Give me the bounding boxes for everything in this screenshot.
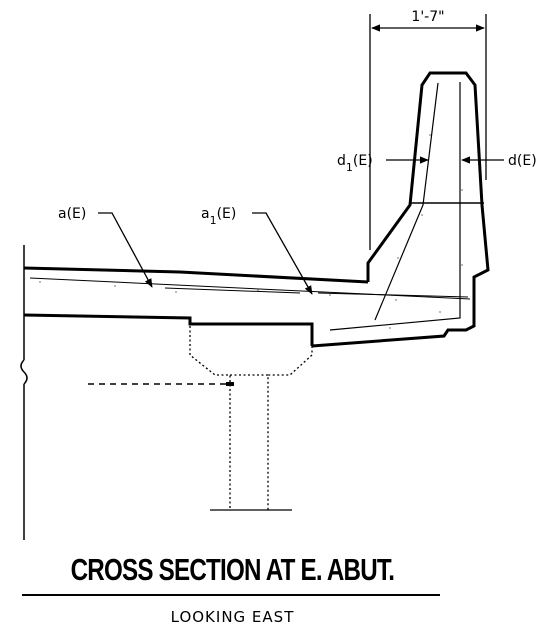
section-title: CROSS SECTION AT E. ABUT. [70,552,395,587]
callout-d1-label: d1(E) [337,153,373,174]
deck-slab [23,266,471,346]
dimension-1ft-7in [369,14,487,250]
callout-d-label: d(E) [508,153,537,169]
left-break-line [20,245,28,540]
barrier-parapet [311,71,490,348]
dimension-label: 1'-7" [411,9,444,25]
title-underline [22,594,440,596]
callout-a1-label: a1(E) [201,206,236,227]
callout-a-leader [98,212,153,288]
girder-hidden-lines [189,326,313,510]
callout-a1-leader [252,212,313,295]
title-wrap: CROSS SECTION AT E. ABUT. [0,552,465,588]
concrete-stipple [39,134,463,329]
callout-a-label: a(E) [58,206,86,222]
section-subtitle: LOOKING EAST [170,608,295,626]
